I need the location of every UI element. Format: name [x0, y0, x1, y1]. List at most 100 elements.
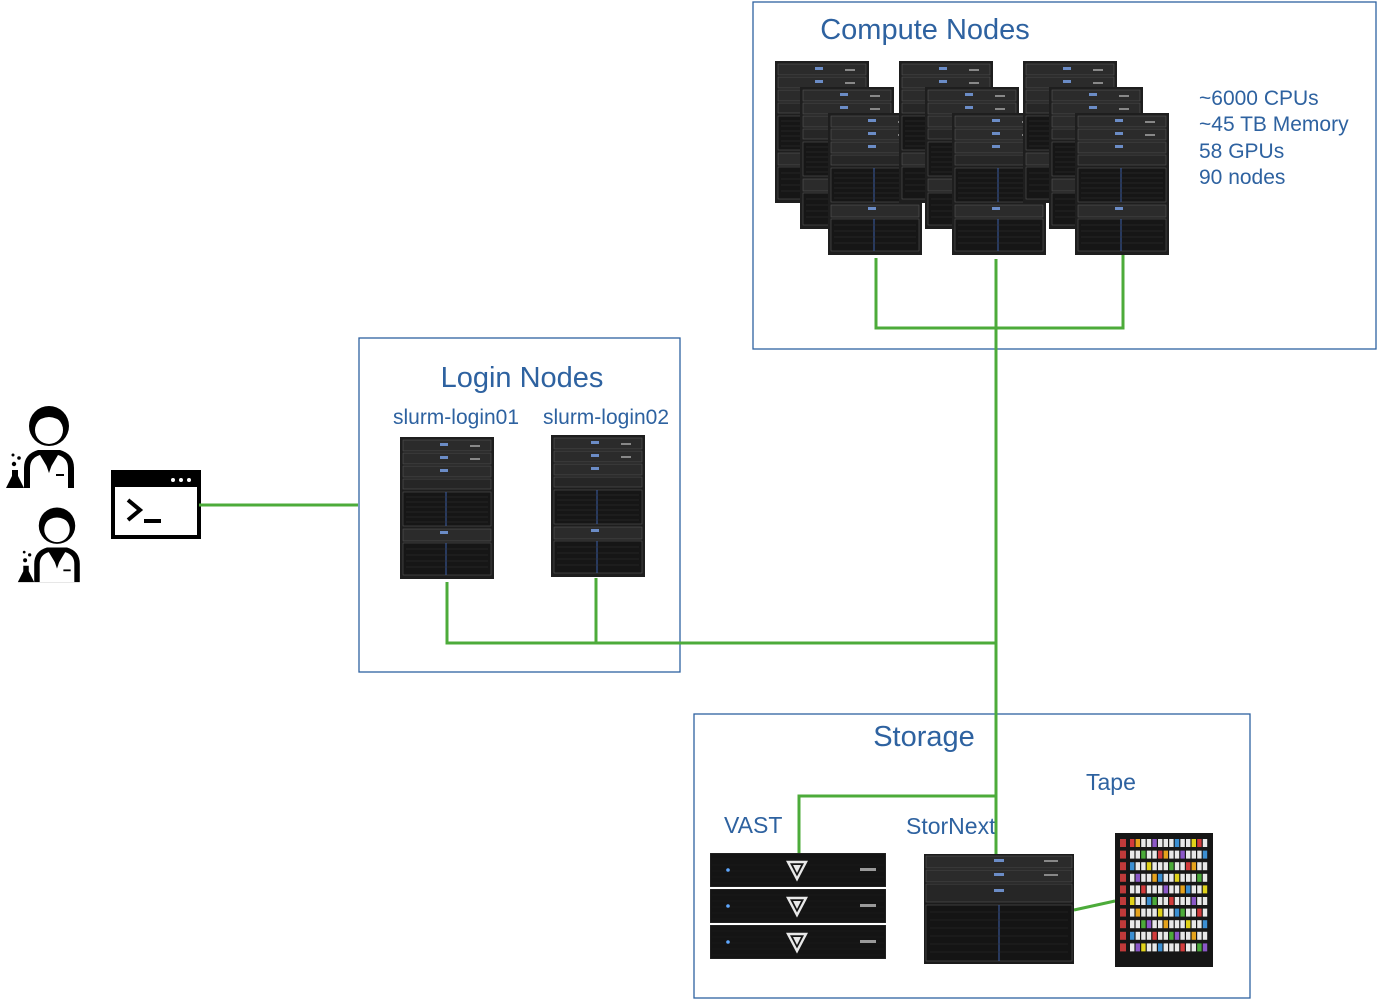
compute-stat-gpus: 58 GPUs [1199, 140, 1284, 163]
tape-cartridge [1158, 908, 1163, 917]
tape-cartridge [1141, 897, 1146, 905]
tape-cartridge [1202, 873, 1208, 882]
tape-cartridge [1202, 850, 1208, 859]
tape-cartridge [1191, 931, 1196, 940]
tape-cartridge [1163, 931, 1168, 940]
tape-cartridge [1197, 897, 1202, 905]
vast-storage-array [710, 853, 886, 959]
tape-cartridge [1202, 885, 1208, 894]
compute-stat-memory: ~45 TB Memory [1199, 113, 1349, 136]
login-node-label-2: slurm-login02 [543, 406, 669, 429]
tape-cartridge [1186, 908, 1191, 917]
login-to-backbone-link [445, 582, 996, 645]
tape-cartridge [1130, 850, 1135, 859]
tape-label: Tape [1086, 769, 1136, 795]
tape-cartridge [1180, 839, 1185, 847]
tape-cartridge [1169, 897, 1174, 905]
tape-cartridge [1191, 850, 1196, 859]
tape-cartridge [1163, 885, 1168, 894]
tape-cartridge [1197, 850, 1202, 859]
tape-cartridge [1169, 862, 1174, 871]
tape-cartridge [1197, 862, 1202, 871]
tape-cartridge [1186, 931, 1191, 940]
tape-cartridge [1174, 931, 1180, 940]
tape-library [1115, 833, 1213, 967]
tape-cartridge [1158, 885, 1163, 894]
compute-stats: ~6000 CPUs ~45 TB Memory 58 GPUs 90 node… [1199, 87, 1349, 189]
storage-title: Storage [873, 721, 975, 753]
tape-cartridge [1180, 908, 1185, 917]
tape-cartridge [1135, 931, 1140, 940]
tape-cartridge [1186, 850, 1191, 859]
tape-cartridge [1163, 862, 1168, 871]
tape-cartridge [1141, 908, 1146, 917]
tape-cartridge [1130, 920, 1135, 929]
stornext-to-tape-link [1073, 899, 1116, 912]
tape-cartridge [1141, 839, 1146, 847]
tape-cartridge [1146, 862, 1152, 871]
tape-cartridge [1146, 908, 1152, 917]
vast-storage-unit [710, 925, 886, 959]
tape-cartridge [1146, 943, 1152, 952]
tape-cartridge [1130, 862, 1135, 871]
compute-nodes-box [752, 1, 1377, 350]
tape-slot-marker [1120, 873, 1126, 882]
tape-cartridge [1191, 908, 1196, 917]
tape-cartridge [1152, 943, 1157, 952]
tape-cartridge [1146, 920, 1152, 929]
tape-cartridge [1135, 850, 1140, 859]
tape-cartridge [1146, 850, 1152, 859]
tape-slot-marker [1120, 862, 1126, 871]
tape-cartridge [1158, 943, 1163, 952]
tape-cartridge [1174, 943, 1180, 952]
tape-cartridge [1180, 931, 1185, 940]
tape-cartridge [1130, 839, 1135, 847]
tape-cartridge [1152, 908, 1157, 917]
tape-cartridge [1135, 908, 1140, 917]
tape-cartridge [1152, 885, 1157, 894]
tape-cartridge [1135, 839, 1140, 847]
tape-slot-marker [1120, 885, 1126, 894]
scientist-woman-icon [16, 506, 81, 584]
stornext-label: StorNext [906, 813, 996, 839]
tape-cartridge [1191, 897, 1196, 905]
tape-cartridge [1158, 839, 1163, 847]
tape-cartridge [1169, 850, 1174, 859]
tape-cartridge [1180, 850, 1185, 859]
tape-cartridge [1169, 908, 1174, 917]
tape-cartridge [1169, 885, 1174, 894]
tape-cartridge [1169, 931, 1174, 940]
tape-cartridge [1135, 862, 1140, 871]
tape-cartridge [1186, 862, 1191, 871]
tape-cartridge [1202, 920, 1208, 929]
compute-interconnect [874, 255, 1125, 330]
tape-slot-marker [1120, 897, 1126, 905]
tape-cartridge [1141, 850, 1146, 859]
tape-cartridge [1174, 885, 1180, 894]
tape-cartridge [1186, 897, 1191, 905]
tape-cartridge [1152, 862, 1157, 871]
tape-cartridge [1141, 873, 1146, 882]
terminal-icon[interactable] [111, 470, 201, 539]
tape-cartridge [1174, 850, 1180, 859]
tape-cartridge [1146, 873, 1152, 882]
tape-cartridge [1197, 873, 1202, 882]
tape-cartridge [1135, 873, 1140, 882]
tape-cartridge [1158, 862, 1163, 871]
tape-cartridge [1135, 885, 1140, 894]
tape-cartridge [1152, 897, 1157, 905]
vast-link [797, 794, 996, 855]
tape-cartridge [1158, 850, 1163, 859]
tape-cartridge [1146, 897, 1152, 905]
tape-cartridge [1174, 862, 1180, 871]
vast-storage-unit [710, 889, 886, 923]
compute-nodes-title: Compute Nodes [820, 14, 1030, 46]
tape-cartridge [1135, 920, 1140, 929]
tape-cartridge [1141, 920, 1146, 929]
tape-cartridge [1141, 943, 1146, 952]
tape-cartridge [1191, 943, 1196, 952]
tape-cartridge [1174, 897, 1180, 905]
network-connections [199, 255, 1125, 912]
compute-stat-cpus: ~6000 CPUs [1199, 87, 1319, 110]
tape-cartridge [1141, 862, 1146, 871]
